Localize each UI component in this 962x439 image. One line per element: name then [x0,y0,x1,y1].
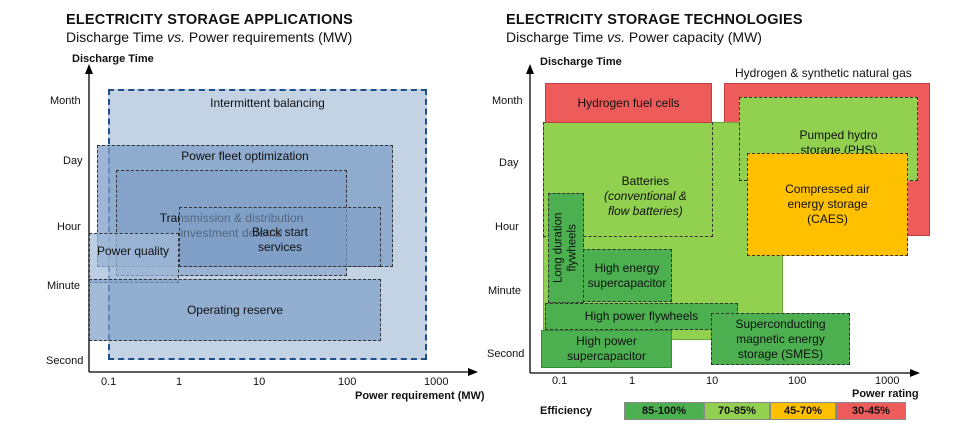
left-subtitle-part2: Power requirements (MW) [185,29,353,45]
label-long-flywheels-line1: Long duration [552,212,565,284]
region-power-fleet-optimization-label: Power fleet optimization [181,149,309,163]
right-y-tick-day: Day [499,157,519,169]
label-hp-supercap-line2: supercapacitor [567,349,646,363]
label-caes-line3: (CAES) [807,212,848,226]
region-black-start-label-line1: Black start [251,224,308,239]
left-x-axis-label: Power requirement (MW) [355,390,485,402]
right-y-tick-hour: Hour [495,221,519,233]
region-high-power-supercapacitor: High power supercapacitor [541,330,672,368]
left-y-tick-hour: Hour [57,221,81,233]
label-batteries-sub2: flow batteries) [608,204,683,218]
right-subtitle-vs: vs. [607,29,626,45]
right-x-tick-0-1: 0.1 [552,375,568,387]
left-x-tick-100: 100 [338,376,357,388]
label-hydrogen-fuel-cells: Hydrogen fuel cells [577,95,680,110]
right-title: ELECTRICITY STORAGE TECHNOLOGIES [506,12,803,28]
left-y-tick-minute: Minute [47,280,81,292]
label-caes-line1: Compressed air [785,182,870,196]
right-x-tick-1000: 1000 [875,375,900,387]
right-x-axis-label: Power rating [852,388,919,400]
left-subtitle: Discharge Time vs. Power requirements (M… [66,29,352,45]
label-batteries: Batteries (conventional & flow batteries… [604,174,687,219]
region-power-quality-label: Power quality [97,244,170,258]
right-subtitle-part1: Discharge Time [506,29,608,45]
left-y-tick-second: Second [46,355,84,367]
region-high-energy-supercapacitor: High energy supercapacitor [582,249,672,302]
left-x-tick-10: 10 [253,376,266,388]
region-black-start-label-line2: services [257,239,302,254]
right-y-tick-month: Month [492,95,523,107]
region-high-power-flywheels: High power flywheels [545,303,738,330]
region-black-start-services: Black start services [179,207,381,267]
label-hp-supercap-line1: High power [576,334,637,348]
left-subtitle-vs: vs. [167,29,186,45]
region-hydrogen-fuel-cells: Hydrogen fuel cells [545,83,712,123]
efficiency-band-85-100: 85-100% [624,402,704,420]
region-operating-reserve-label: Operating reserve [186,302,284,317]
efficiency-band-30-45: 30-45% [836,402,906,420]
efficiency-band-45-70: 45-70% [770,402,836,420]
label-supercap-line2: supercapacitor [587,275,667,290]
label-smes-line2: magnetic energy [736,331,825,346]
region-smes: Superconducting magnetic energy storage … [711,313,850,365]
right-x-tick-10: 10 [706,375,719,387]
right-y-tick-second: Second [487,348,525,360]
left-x-tick-1: 1 [176,376,183,388]
region-long-duration-flywheels: Long duration flywheels [548,193,584,303]
label-batteries-title: Batteries [621,174,670,188]
label-batteries-sub1: (conventional & [604,189,687,203]
label-high-power-flywheels: High power flywheels [584,309,699,323]
right-x-tick-1: 1 [629,375,636,387]
right-x-tick-100: 100 [788,375,807,387]
label-smes-line1: Superconducting [735,316,826,331]
right-subtitle: Discharge Time vs. Power capacity (MW) [506,29,762,45]
region-intermittent-balancing-label: Intermittent balancing [210,96,325,110]
left-subtitle-part1: Discharge Time [66,29,168,45]
right-y-axis-label: Discharge Time [540,56,622,68]
label-caes-line2: energy storage [787,197,868,211]
left-y-tick-day: Day [63,155,83,167]
region-power-quality: Power quality [89,233,179,283]
left-y-tick-month: Month [50,95,81,107]
left-title: ELECTRICITY STORAGE APPLICATIONS [66,12,354,28]
efficiency-band-70-85: 70-85% [704,402,770,420]
label-supercap-line1: High energy [594,260,660,275]
label-smes-line3: storage (SMES) [737,346,824,361]
right-subtitle-part2: Power capacity (MW) [625,29,762,45]
region-caes: Compressed air energy storage (CAES) [747,153,908,256]
label-long-flywheels-line2: flywheels [566,224,578,272]
left-x-tick-0-1: 0.1 [101,376,117,388]
right-y-tick-minute: Minute [488,285,522,297]
label-long-flywheels: Long duration flywheels [552,213,580,283]
left-y-axis-label: Discharge Time [72,53,154,65]
region-operating-reserve: Operating reserve [89,279,381,341]
label-phs-line1: Pumped hydro [799,128,878,142]
efficiency-label: Efficiency [540,405,592,417]
label-hydrogen-synthetic-gas: Hydrogen & synthetic natural gas [735,66,912,80]
left-x-tick-1000: 1000 [424,376,449,388]
